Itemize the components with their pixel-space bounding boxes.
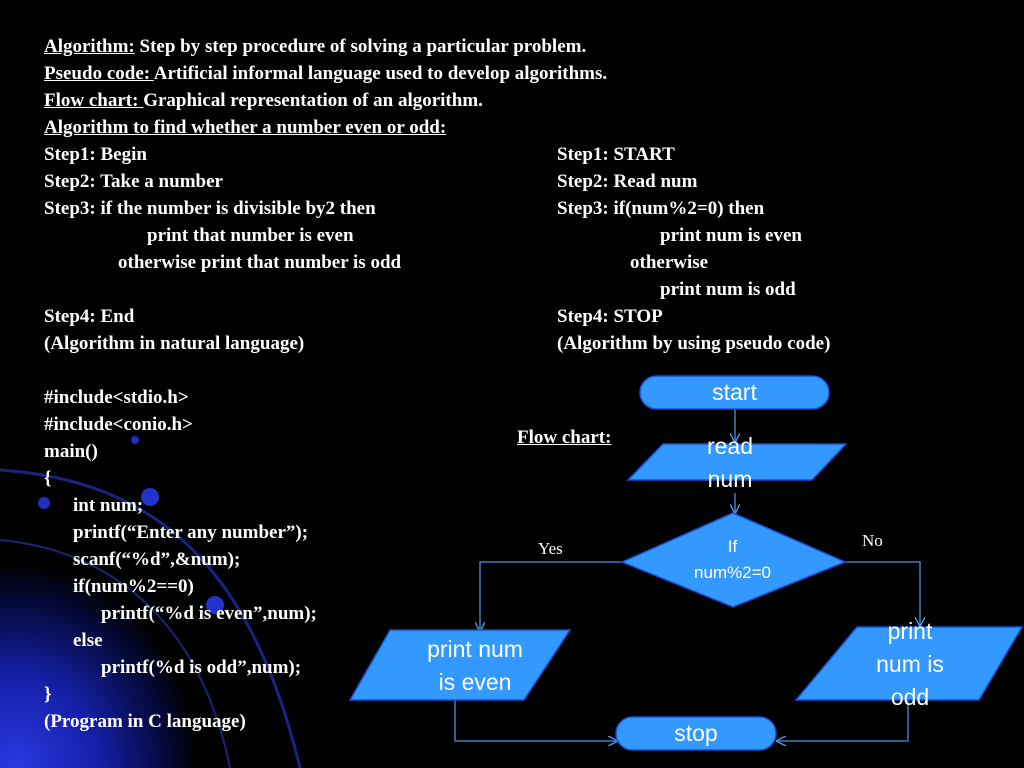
pseudo-step: Step3: if(num%2=0) then [557,198,765,219]
code-line: printf(%d is odd”,num); [101,657,302,678]
pseudo-step: Step2: Read num [557,171,698,192]
decision-label: If num%2=0 [660,530,805,590]
code-line: { [44,468,52,489]
natural-step: Step1: Begin [44,144,147,165]
pseudo-step: otherwise [630,252,709,273]
definition-text: Graphical representation of an algorithm… [143,90,483,111]
definition-pseudo-code: Pseudo code: Artificial informal languag… [44,60,607,87]
term-label: Algorithm: [44,36,135,57]
code-line: if(num%2==0) [73,576,194,597]
decision-label-line: num%2=0 [693,563,772,582]
swoosh-arc-2 [0,539,231,768]
code-caption: (Program in C language) [44,711,246,732]
read-label-line: num [707,466,753,492]
decor-dot [141,488,159,506]
print-odd-label: print num is odd [855,615,965,714]
definition-flow-chart: Flow chart: Graphical representation of … [44,87,483,114]
definition-algorithm: Algorithm: Step by step procedure of sol… [44,33,586,60]
code-line: else [73,630,103,651]
code-line: printf(“Enter any number”); [73,522,309,543]
natural-step: otherwise print that number is odd [118,252,402,273]
code-line: int num; [73,495,144,516]
print-odd-line: odd [890,684,930,710]
pseudo-step: Step4: STOP [557,306,663,327]
definition-text: Artificial informal language used to dev… [153,63,608,84]
print-odd-line: num is [876,651,944,677]
flowchart-title: Flow chart: [517,427,612,448]
print-even-label: print num is even [400,633,550,699]
swoosh-arc [0,468,302,768]
pseudo-step: Step1: START [557,144,675,165]
code-line: scanf(“%d”,&num); [73,549,241,570]
no-branch-label: No [862,531,883,550]
read-label: read num [690,430,770,496]
natural-step: Step3: if the number is divisible by2 th… [44,198,376,219]
code-line: printf(“%d is even”,num); [101,603,317,624]
natural-step: Step4: End [44,306,135,327]
code-line: #include<conio.h> [44,414,193,435]
definition-text: Step by step procedure of solving a part… [134,36,587,57]
code-line: #include<stdio.h> [44,387,189,408]
term-label: Flow chart: [44,90,144,111]
natural-step: Step2: Take a number [44,171,223,192]
natural-caption: (Algorithm in natural language) [44,333,305,354]
pseudo-step: print num is even [660,225,802,246]
print-odd-line: print [887,618,933,644]
code-line: main() [44,441,98,462]
code-line: } [44,684,52,705]
read-label-line: read [706,433,754,459]
decision-label-line: If [727,537,738,556]
start-label: start [712,379,757,405]
blue-swoosh [0,400,330,768]
pseudo-caption: (Algorithm by using pseudo code) [557,333,831,354]
decor-dot [131,436,139,444]
yes-branch-label: Yes [538,539,563,558]
natural-step: print that number is even [147,225,354,246]
decor-dot [206,596,224,614]
pseudo-step: print num is odd [660,279,796,300]
algorithm-heading: Algorithm to find whether a number even … [44,117,447,138]
decor-dot [38,497,50,509]
stop-label: stop [674,720,718,746]
print-even-line: print num [427,636,523,662]
term-label: Pseudo code: [44,63,154,84]
print-even-line: is even [438,669,512,695]
